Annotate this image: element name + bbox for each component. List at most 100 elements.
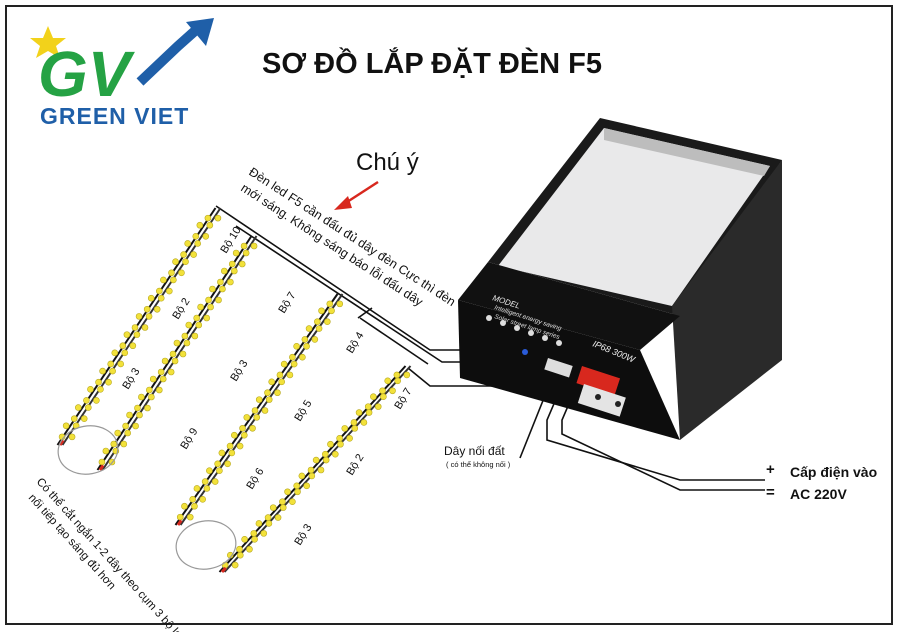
led-bead	[206, 221, 214, 229]
led-bead	[120, 440, 128, 448]
ground-sublabel: ( có thể không nối )	[446, 460, 511, 469]
led-bead	[318, 307, 325, 315]
led-bead	[240, 242, 248, 250]
device-terminal-block	[544, 357, 573, 378]
led-bead	[144, 404, 151, 412]
led-bead	[178, 269, 185, 277]
led-bead	[157, 294, 165, 302]
led-bead	[157, 368, 165, 376]
led-bead	[134, 404, 141, 412]
led-bead	[184, 240, 191, 247]
strip-end-cap	[220, 566, 227, 574]
led-bead	[315, 325, 323, 332]
led-bead	[121, 349, 129, 357]
led-bead	[326, 300, 334, 308]
led-bead	[99, 367, 106, 375]
led-bead	[171, 357, 179, 365]
led-bead	[239, 424, 246, 432]
led-bead	[238, 260, 246, 268]
led-bead	[237, 551, 244, 559]
led-bead	[227, 278, 234, 286]
led-bead	[141, 324, 149, 331]
logo-arrowhead-icon	[186, 18, 214, 46]
note-arrowhead-icon	[334, 196, 352, 210]
led-bead	[68, 433, 76, 441]
led-bead	[209, 285, 216, 293]
led-bead	[207, 303, 214, 311]
wire-link	[357, 307, 373, 319]
led-bead	[167, 368, 175, 376]
led-bead	[360, 419, 368, 426]
led-bead	[253, 414, 261, 421]
led-bead	[341, 425, 349, 432]
led-bead	[214, 460, 221, 468]
led-bead	[109, 367, 116, 375]
led-bead	[205, 296, 212, 304]
led-bead	[294, 488, 301, 496]
led-bead	[166, 287, 173, 295]
led-bead	[328, 307, 335, 315]
led-bead	[289, 353, 296, 361]
strip-loop-left	[57, 425, 119, 475]
led-bead	[149, 375, 157, 383]
led-bead	[370, 393, 377, 400]
led-bead	[98, 458, 106, 466]
led-bead	[264, 514, 272, 521]
logo-arrow-icon	[136, 26, 200, 86]
led-bead	[346, 435, 353, 442]
led-bead	[216, 467, 223, 474]
led-bead	[114, 429, 121, 437]
led-bead	[126, 411, 133, 419]
led-bead	[365, 409, 373, 416]
note-arrow	[343, 180, 379, 206]
led-bead	[322, 456, 330, 464]
group-label: Bộ 3	[292, 522, 314, 548]
led-bead	[221, 267, 228, 275]
led-bead	[290, 360, 298, 368]
led-bead	[251, 407, 259, 414]
led-bead	[305, 325, 313, 332]
led-bead	[173, 339, 181, 347]
group-label: Bộ 9	[178, 426, 200, 452]
led-bead	[255, 520, 263, 527]
led-bead	[170, 276, 177, 284]
power-wire-plus	[546, 377, 765, 481]
led-bead	[218, 449, 226, 457]
strip-end-cap	[58, 439, 65, 446]
led-bead	[276, 371, 284, 379]
led-bead	[384, 377, 391, 385]
led-bead	[148, 393, 155, 401]
led-bead	[219, 285, 226, 293]
led-bead	[269, 504, 277, 511]
group-label: Bộ 5	[292, 398, 314, 424]
led-bead	[102, 447, 110, 455]
led-bead	[62, 422, 70, 430]
led-bead	[186, 513, 194, 521]
led-bead	[214, 214, 222, 222]
led-bead	[199, 496, 206, 503]
led-bead	[83, 397, 90, 404]
led-bead	[236, 442, 244, 450]
led-bead	[143, 305, 151, 313]
led-bead	[293, 343, 300, 350]
led-bead	[204, 214, 212, 222]
led-bead	[274, 514, 282, 521]
note-heading: Chú ý	[356, 149, 419, 176]
led-bead	[153, 305, 161, 313]
led-bead	[156, 386, 163, 394]
led-bead	[193, 485, 201, 492]
logo: GV GREEN VIET	[30, 18, 214, 129]
group-label: Bộ 7	[276, 290, 298, 316]
led-bead	[403, 371, 411, 379]
bottom-note-line1: Có thể cắt ngắn 1-2 dây theo cụm 3 bộ le…	[34, 475, 189, 632]
led-bead	[80, 415, 88, 422]
led-bead	[189, 496, 196, 503]
led-bead	[374, 403, 382, 410]
led-bead	[133, 331, 141, 338]
led-bead	[278, 378, 285, 386]
led-bead	[255, 396, 263, 403]
power-minus-sign: =	[766, 484, 775, 501]
power-label-2: AC 220V	[790, 486, 847, 502]
group-label: Bộ 4	[344, 330, 366, 356]
